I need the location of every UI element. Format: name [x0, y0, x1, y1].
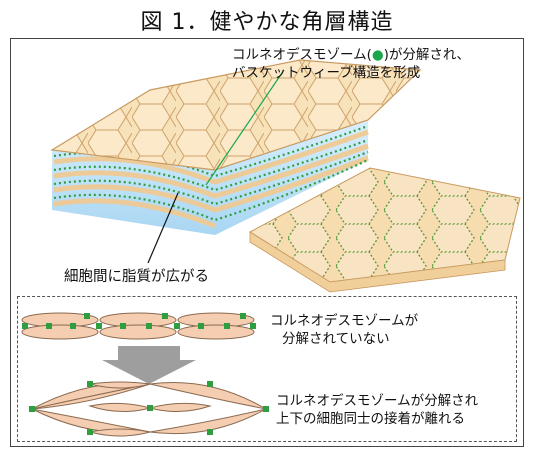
- legend-intact-text: コルネオデスモゾームが 分解されていない: [270, 312, 418, 348]
- corneodesmosome-marker-icon: ●: [371, 47, 384, 63]
- legend-intact-line1: コルネオデスモゾームが: [270, 313, 419, 329]
- legend-separated-line2: 上下の細胞同士の接着が離れる: [276, 411, 465, 427]
- cell-layer-stack: [52, 120, 369, 235]
- figure-title: 図 1．健やかな角層構造: [140, 10, 394, 35]
- callout-line1-post: )が分解され、: [383, 47, 471, 63]
- callout-lipid: 細胞間に脂質が広がる: [64, 269, 209, 285]
- legend-box: [17, 296, 517, 442]
- legend-separated-line1: コルネオデスモゾームが分解され: [276, 393, 479, 409]
- legend-separated-text: コルネオデスモゾームが分解され 上下の細胞同士の接着が離れる: [276, 392, 478, 428]
- callout-leader-top: [205, 69, 285, 186]
- legend-intact-line2: 分解されていない: [282, 331, 390, 347]
- legend-separated-cells: [29, 381, 269, 437]
- legend-intact-cells: [21, 312, 256, 340]
- callout-basketweave: コルネオデスモゾーム(●)が分解され、 バスケットウィーブ構造を形成: [232, 46, 470, 82]
- transition-arrow: [102, 346, 196, 384]
- callout-basketweave-line2: バスケットウィーブ構造を形成: [232, 65, 421, 81]
- callout-basketweave-line1: コルネオデスモゾーム(●)が分解され、: [232, 46, 470, 64]
- top-cell-surface: [50, 59, 422, 171]
- callout-line1-pre: コルネオデスモゾーム(: [232, 47, 372, 63]
- callout-leader-left: [147, 192, 179, 264]
- basketweave-layer: [249, 167, 521, 293]
- figure-frame: [10, 38, 524, 447]
